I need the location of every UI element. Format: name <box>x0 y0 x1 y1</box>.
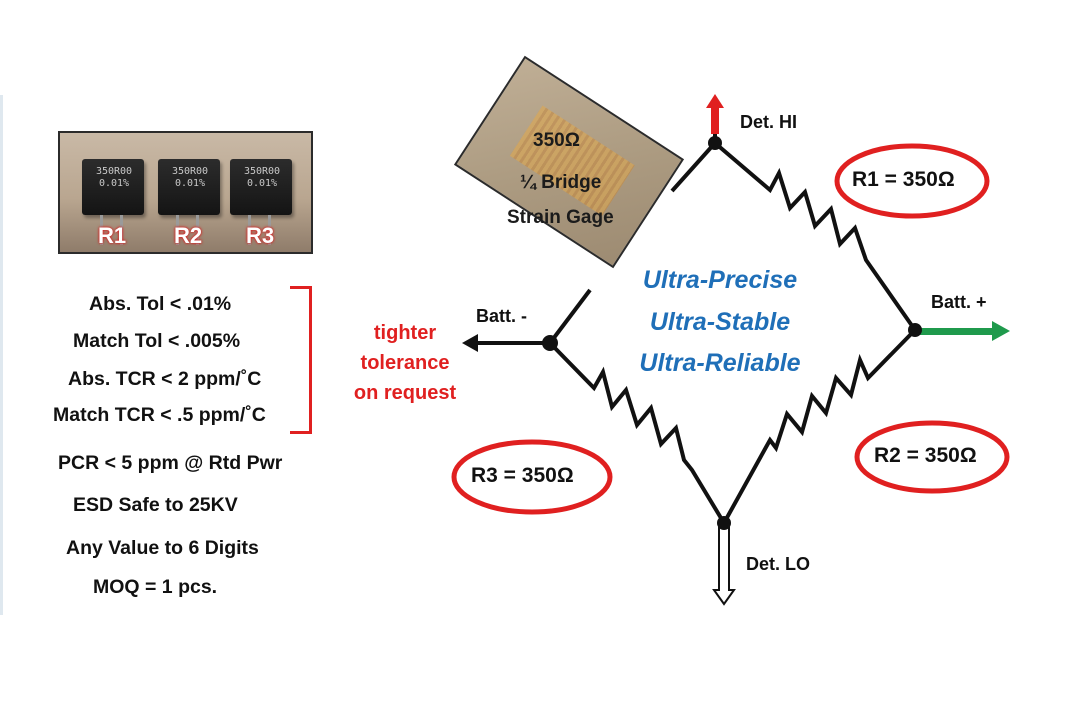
left-edge-bar <box>0 95 3 615</box>
node-left <box>542 335 558 351</box>
resistor-photo: 350R00 0.01% R1 350R00 0.01% R2 350R00 0… <box>58 131 313 254</box>
tolerance-bracket <box>290 286 312 434</box>
node-bottom <box>717 516 731 530</box>
r3-ellipse <box>451 439 613 515</box>
node-right <box>908 323 922 337</box>
batt-plus-wire <box>918 328 994 335</box>
resistor-r2-code: 350R00 0.01% <box>171 166 209 189</box>
ultra-precise: Ultra-Precise <box>642 266 798 294</box>
resistor-r3-code: 350R00 0.01% <box>243 166 281 189</box>
r1-ellipse <box>834 143 990 219</box>
spec-moq: MOQ = 1 pcs. <box>93 576 218 598</box>
wire-top-to-gage <box>670 141 717 193</box>
spec-abs-tcr: Abs. TCR < 2 ppm/˚C <box>68 368 262 390</box>
ultra-reliable: Ultra-Reliable <box>639 349 801 377</box>
spec-pcr: PCR < 5 ppm @ Rtd Pwr <box>58 452 283 474</box>
batt-plus-arrowhead <box>992 321 1010 341</box>
gage-bridge: ¼ Bridge <box>520 172 602 193</box>
resistor-r1-code: 350R00 0.01% <box>95 166 133 189</box>
r3-zigzag <box>548 341 726 525</box>
r3-label: R3 = 350Ω <box>471 464 574 487</box>
wire-gage-to-left <box>548 288 592 345</box>
r2-ellipse <box>854 420 1010 494</box>
tighter-tolerance-note: tighter tolerance on request <box>353 322 457 404</box>
r2-label: R2 = 350Ω <box>874 444 977 467</box>
gage-strain: Strain Gage <box>507 207 614 228</box>
resistor-r2-body: 350R00 0.01% <box>158 159 220 215</box>
batt-minus-arrowhead <box>462 334 478 352</box>
r2-zigzag <box>722 328 917 524</box>
resistor-r1-body: 350R00 0.01% <box>82 159 144 215</box>
batt-plus-label: Batt. + <box>931 292 987 312</box>
spec-match-tol: Match Tol < .005% <box>73 330 241 352</box>
spec-any-value: Any Value to 6 Digits <box>66 537 259 559</box>
spec-match-tcr: Match TCR < .5 ppm/˚C <box>53 404 266 426</box>
det-hi-wire <box>711 106 719 134</box>
node-top <box>708 136 722 150</box>
det-lo-arrow <box>712 526 736 606</box>
spec-abs-tol: Abs. Tol < .01% <box>89 293 232 315</box>
spec-esd: ESD Safe to 25KV <box>73 494 238 516</box>
resistor-r1-label: R1 <box>97 223 127 248</box>
det-hi-arrowhead <box>706 94 724 108</box>
r1-label: R1 = 350Ω <box>852 168 955 191</box>
r1-zigzag <box>713 141 917 332</box>
det-lo-label: Det. LO <box>746 554 811 574</box>
det-hi-label: Det. HI <box>740 112 798 132</box>
gage-resistance: 350Ω <box>533 130 580 151</box>
ultra-stable: Ultra-Stable <box>649 308 791 336</box>
resistor-r2-label: R2 <box>173 223 203 248</box>
batt-minus-label: Batt. - <box>476 306 527 326</box>
resistor-r3-label: R3 <box>245 223 275 248</box>
resistor-r3-body: 350R00 0.01% <box>230 159 292 215</box>
